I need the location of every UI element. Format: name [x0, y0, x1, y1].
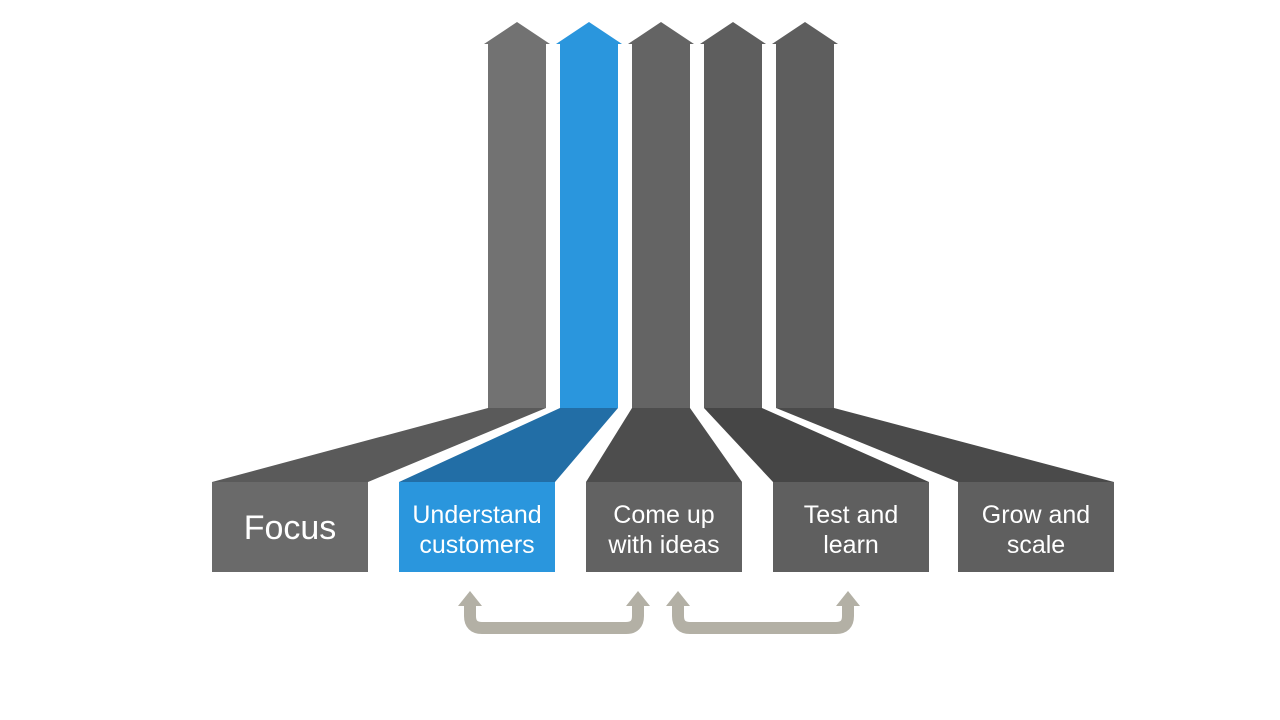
loop-arrowhead	[626, 591, 650, 606]
connector-ramps	[212, 408, 1114, 482]
up-arrow-4	[700, 22, 766, 408]
step-label-1: Focus	[244, 509, 337, 547]
step-label-line: scale	[1007, 531, 1065, 559]
ramp-1	[212, 408, 546, 482]
step-label-line: Grow and	[982, 501, 1090, 529]
loop-arrow-1	[458, 591, 650, 634]
step-box-1	[212, 482, 368, 572]
step-box-4	[773, 482, 929, 572]
step-box-5	[958, 482, 1114, 572]
loop-arrowhead	[666, 591, 690, 606]
ramp-3	[586, 408, 742, 482]
up-arrow-3	[628, 22, 694, 408]
step-label-line: with ideas	[607, 531, 719, 559]
step-label-line: learn	[823, 531, 879, 559]
step-label-line: Understand	[412, 501, 541, 529]
upward-arrows	[484, 22, 838, 408]
step-box-3	[586, 482, 742, 572]
loop-arrow-body	[464, 604, 644, 634]
ramp-2	[399, 408, 618, 482]
step-label-line: Test and	[804, 501, 899, 529]
up-arrow-1	[484, 22, 550, 408]
loop-arrow-body	[672, 604, 854, 634]
up-arrow-5	[772, 22, 838, 408]
feedback-loops	[458, 591, 860, 634]
step-label-line: Come up	[613, 501, 714, 529]
step-label-line: Focus	[244, 509, 337, 547]
step-box-2	[399, 482, 555, 572]
loop-arrow-2	[666, 591, 860, 634]
ramp-5	[776, 408, 1114, 482]
ramp-4	[704, 408, 929, 482]
loop-arrowhead	[458, 591, 482, 606]
step-label-line: customers	[419, 531, 534, 559]
loop-arrowhead	[836, 591, 860, 606]
up-arrow-2	[556, 22, 622, 408]
